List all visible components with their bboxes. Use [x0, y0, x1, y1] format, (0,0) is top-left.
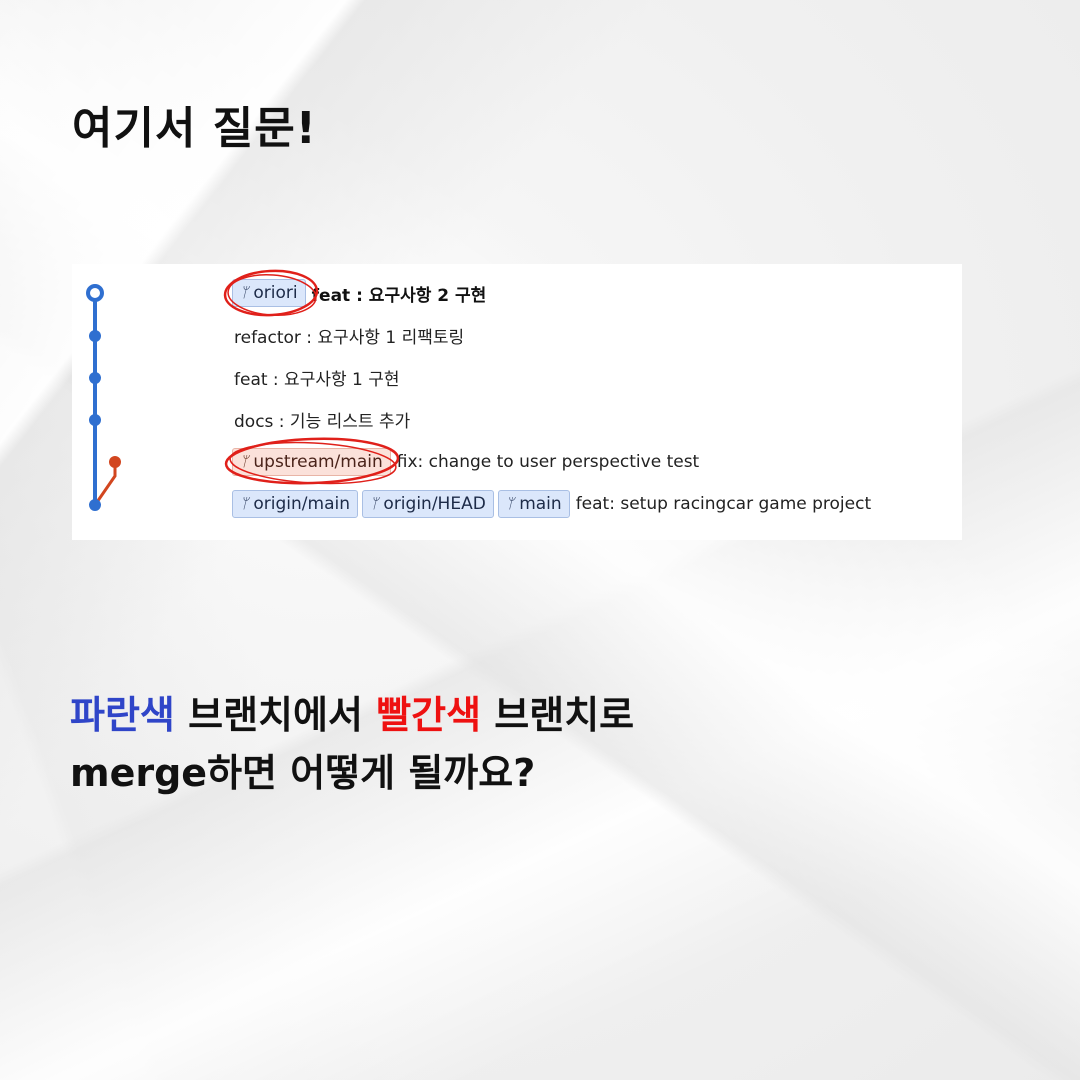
question-line-1: 파란색 브랜치에서 빨간색 브랜치로: [70, 693, 635, 737]
blue-branch-word: 파란색: [70, 693, 175, 737]
page-title: 여기서 질문!: [72, 103, 317, 154]
upstream-commit-node: [109, 456, 121, 468]
commit-node: [89, 372, 101, 384]
commit-row[interactable]: feat : 요구사항 1 구현: [232, 361, 400, 393]
commit-row[interactable]: refactor : 요구사항 1 리팩토링: [232, 319, 464, 351]
commit-message: fix: change to user perspective test: [396, 452, 700, 472]
commit-message: refactor : 요구사항 1 리팩토링: [234, 327, 465, 348]
branch-icon: ᛘ: [240, 496, 249, 512]
branch-icon: ᛘ: [505, 496, 515, 512]
commit-message: feat : 요구사항 2 구현: [311, 285, 487, 306]
red-branch-line: [93, 462, 117, 506]
commit-message: docs : 기능 리스트 추가: [234, 411, 411, 432]
commit-node: [89, 330, 101, 342]
commit-message: feat: setup racingcar game project: [575, 494, 872, 514]
commit-graph: [86, 284, 121, 511]
branch-icon: ᛘ: [240, 285, 249, 301]
commit-node: [89, 414, 101, 426]
branch-icon: ᛘ: [370, 496, 379, 512]
question-text: 파란색 브랜치에서 빨간색 브랜치로 merge하면 어떻게 될까요?: [70, 686, 634, 802]
commit-row[interactable]: docs : 기능 리스트 추가: [232, 403, 410, 435]
commit-node: [89, 499, 101, 511]
head-commit-node: [86, 284, 104, 302]
commit-message: feat : 요구사항 1 구현: [234, 369, 400, 390]
branch-icon: ᛘ: [240, 454, 249, 470]
question-line-2: merge하면 어떻게 될까요?: [70, 751, 536, 795]
red-branch-word: 빨간색: [376, 693, 482, 737]
